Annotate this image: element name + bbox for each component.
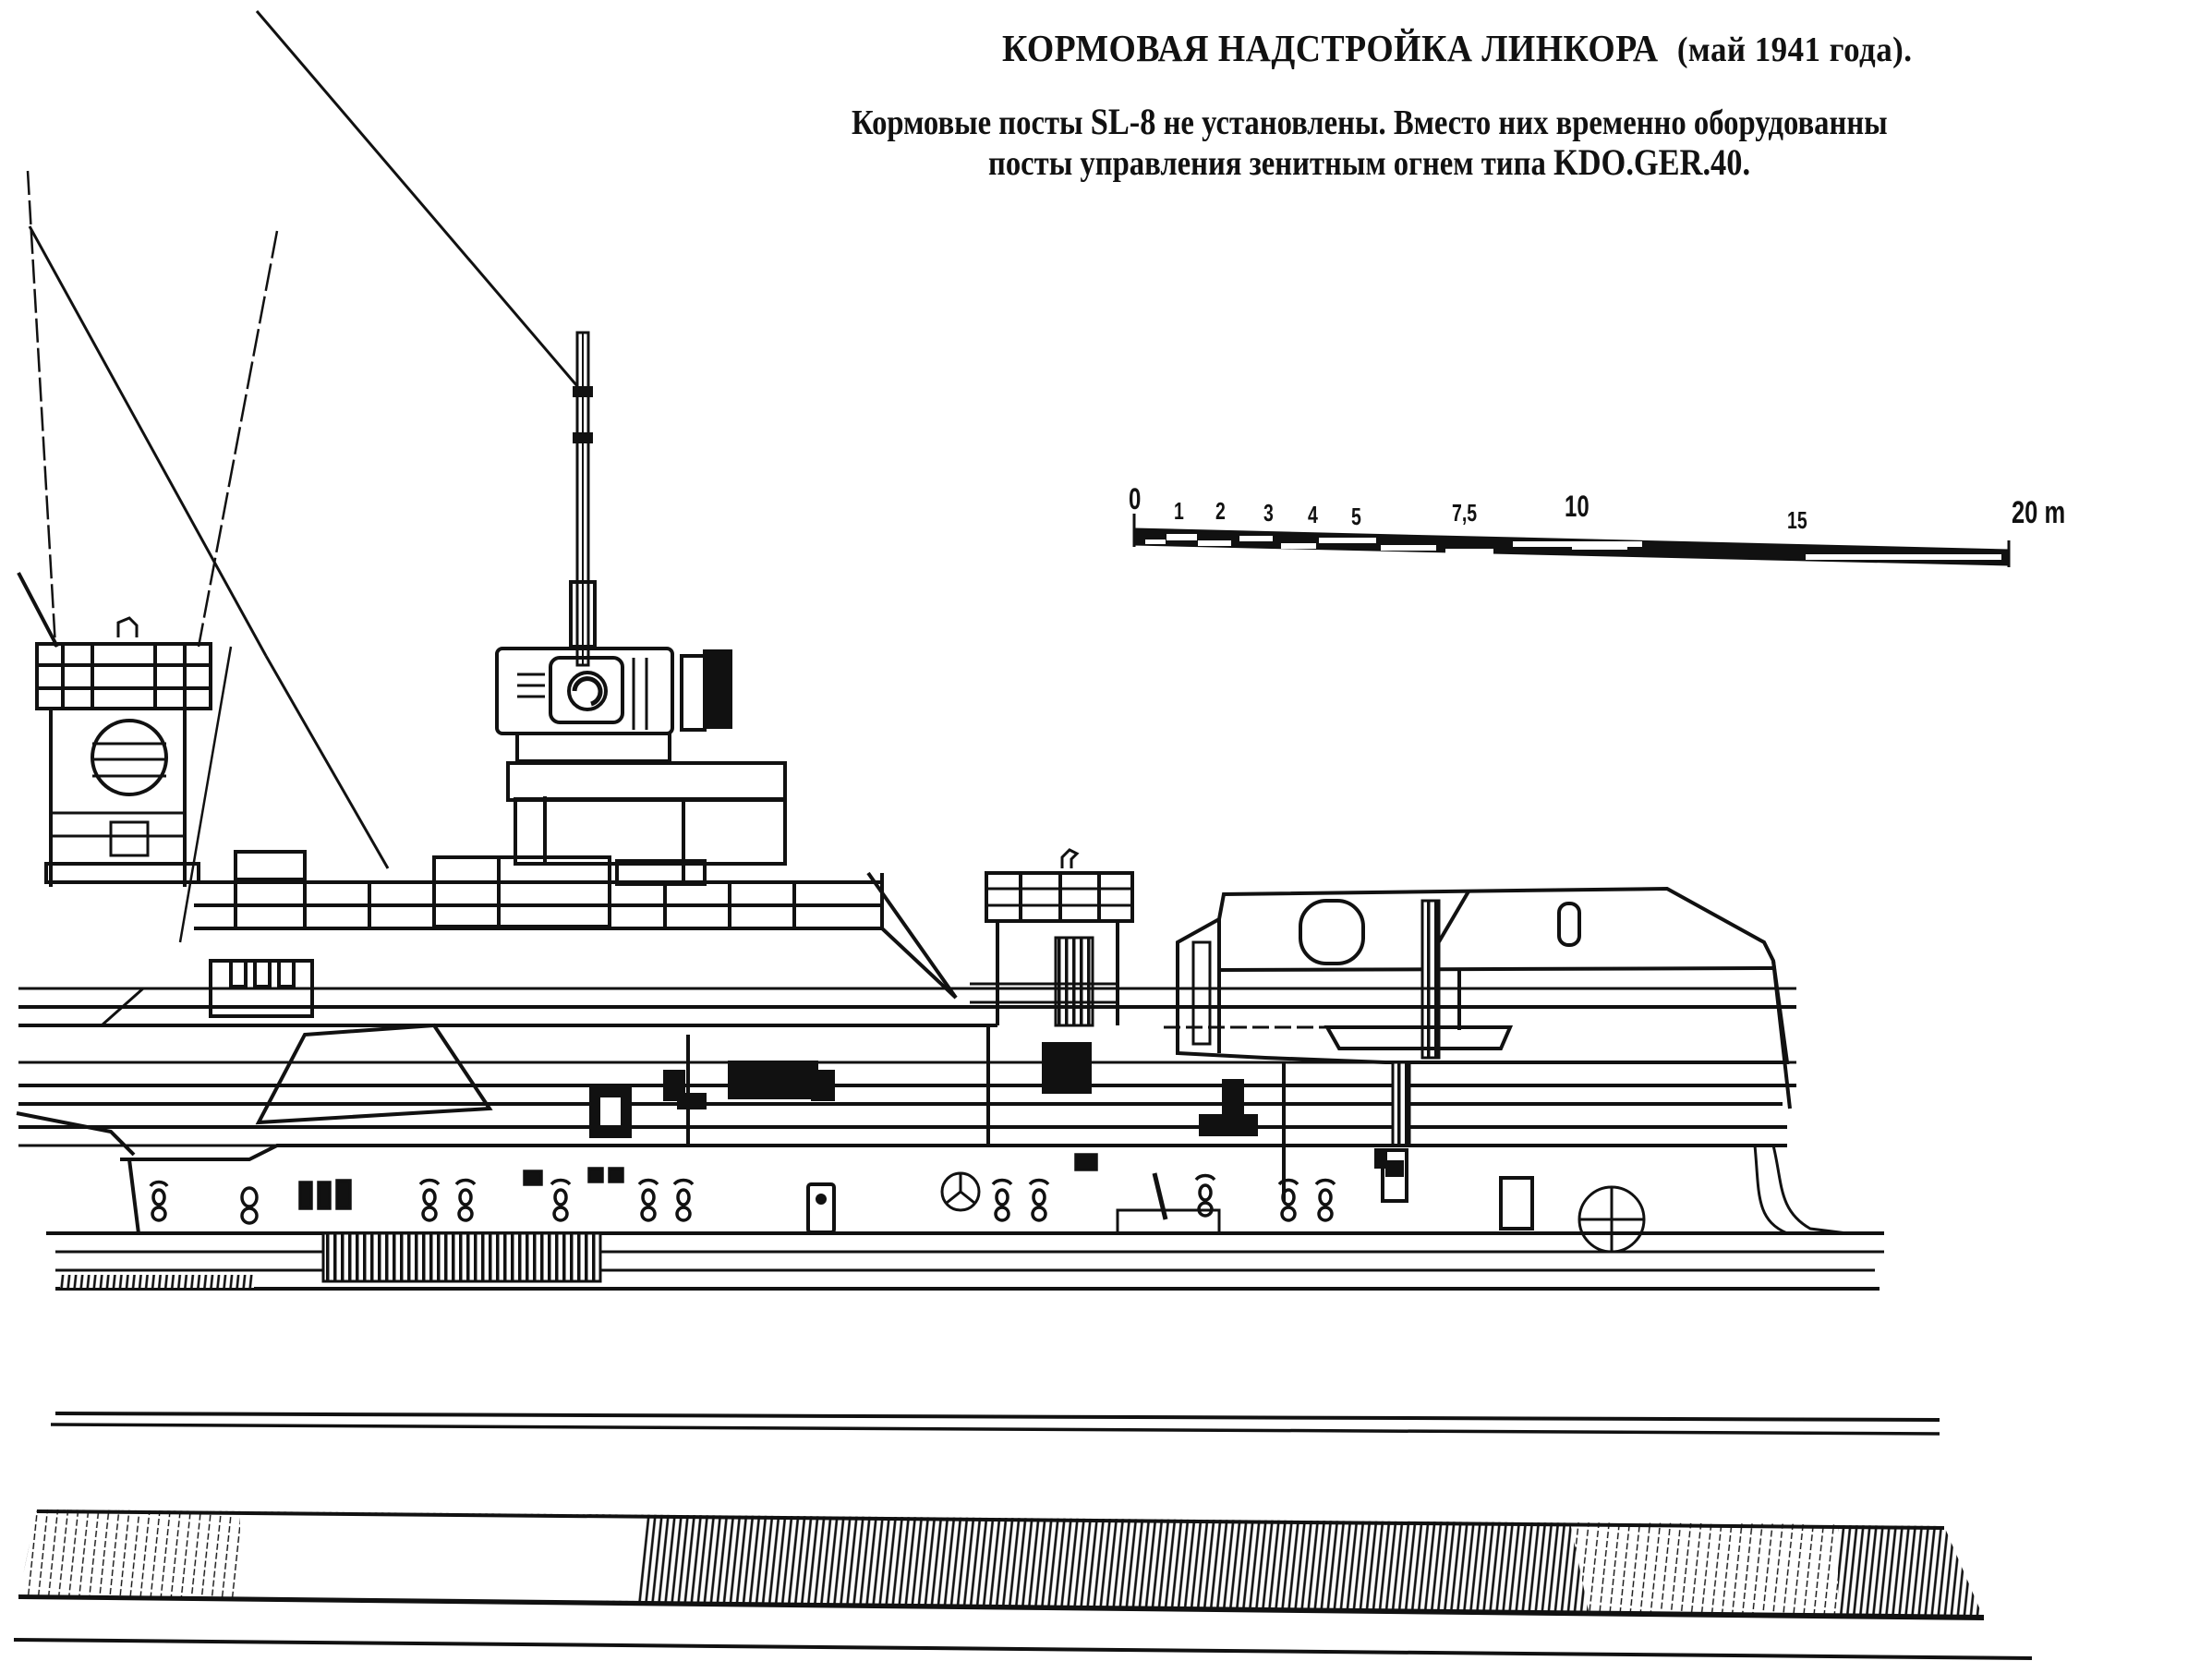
scale-tick-5: 5 (1351, 503, 1361, 530)
scale-bar (1132, 514, 2011, 567)
aft-platform-tower (970, 848, 1134, 1027)
subtitle-line-1-b: не установлены. Вместо них временно обор… (1163, 103, 1888, 142)
aa-director (495, 331, 787, 802)
scale-tick-10: 10 (1565, 490, 1589, 523)
subtitle-line-1: Кормовые посты SL-8 не установлены. Вмес… (852, 100, 1888, 143)
rigging-lines (17, 10, 579, 943)
scale-tick-7-5: 7,5 (1452, 499, 1478, 527)
waterline-lines (50, 1412, 1940, 1436)
scale-tick-3: 3 (1263, 499, 1274, 527)
scale-tick-4: 4 (1308, 501, 1318, 528)
title-date: (май 1941 года). (1676, 30, 1913, 69)
subtitle-line-1-a: Кормовые посты (852, 103, 1083, 142)
hull-portholes (149, 1153, 1336, 1225)
subtitle-line-2-a: посты управления зенитным огнем типа (988, 144, 1546, 183)
subtitle-code-kdo: KDO.GER.40. (1553, 141, 1751, 183)
scale-tick-2: 2 (1215, 497, 1226, 525)
drawing-title: КОРМОВАЯ НАДСТРОЙКА ЛИНКОРА (май 1941 год… (1002, 26, 1912, 70)
hull (46, 1144, 1884, 1291)
bottom-baseline (13, 1638, 2033, 1660)
title-text: КОРМОВАЯ НАДСТРОЙКА ЛИНКОРА (1002, 27, 1659, 69)
subtitle-code-sl8: SL-8 (1090, 101, 1156, 142)
main-turret (1164, 886, 1792, 1109)
searchlight-tower (35, 616, 212, 887)
scale-tick-1: 1 (1174, 497, 1184, 525)
scale-tick-15: 15 (1787, 506, 1807, 534)
mid-deck (16, 959, 1796, 1201)
upper-superstructure (185, 796, 958, 1000)
waterline-hatch-band (18, 1509, 1984, 1620)
subtitle-line-2: посты управления зенитным огнем типа KDO… (988, 140, 1750, 184)
scale-tick-20: 20 m (2012, 495, 2066, 530)
scale-tick-0: 0 (1129, 482, 1142, 515)
